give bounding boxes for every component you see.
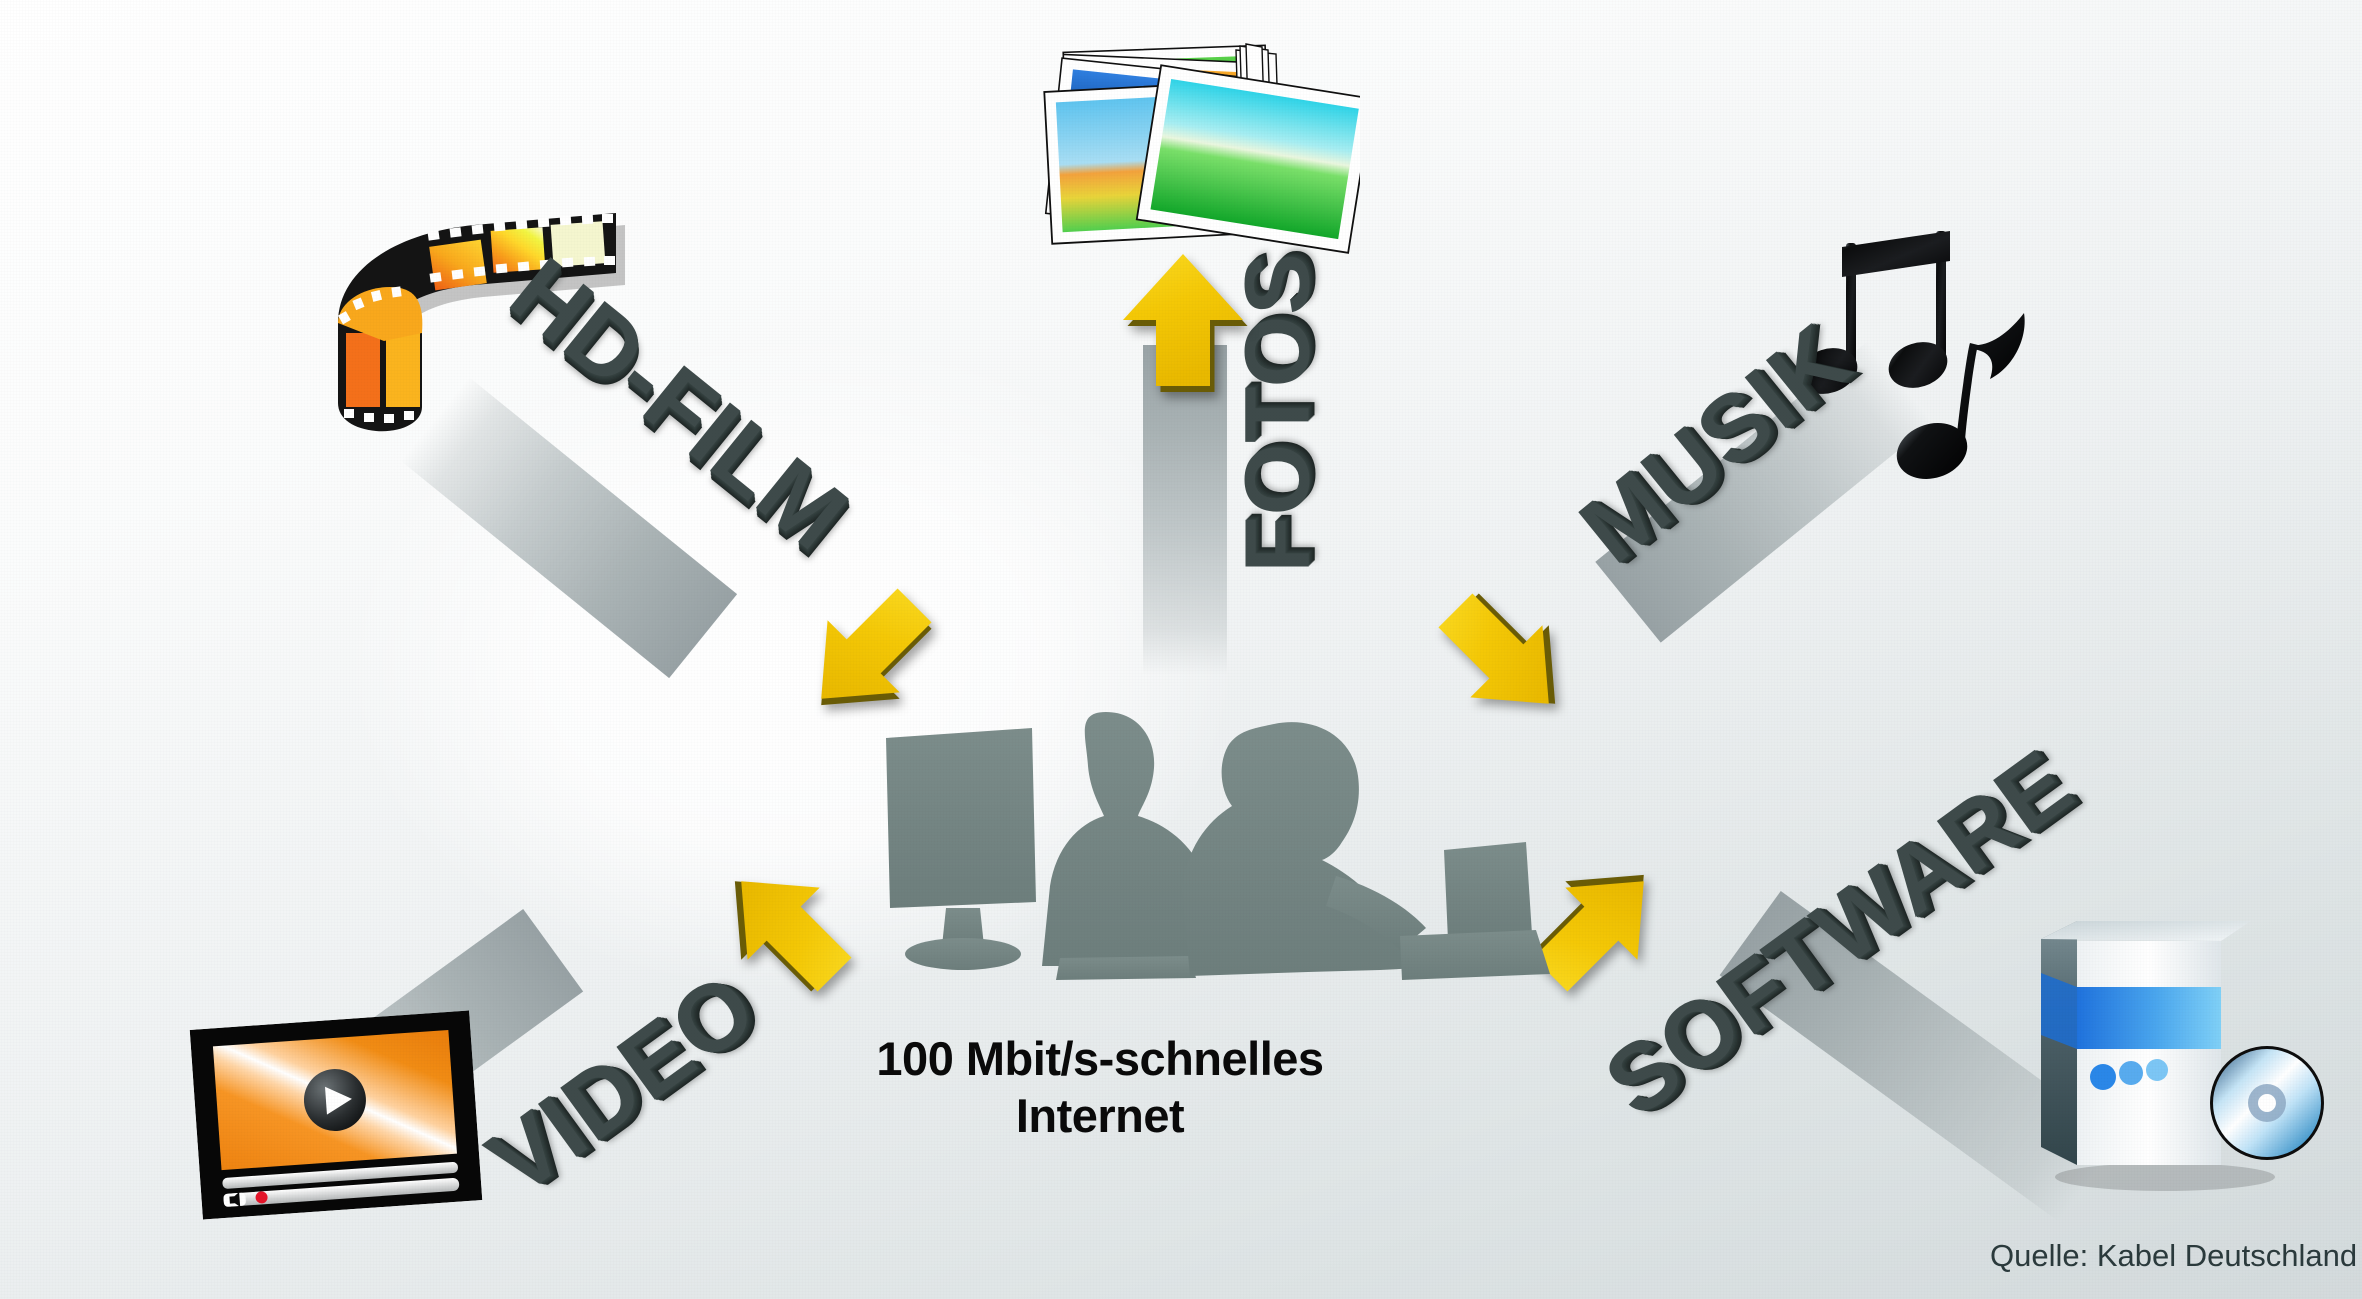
source-attribution: Quelle: Kabel Deutschland [1990,1238,2358,1273]
caption-line-1: 100 Mbit/s-schnelles [876,1032,1324,1085]
film-strip-icon [320,205,630,435]
arrow-up-icon [1108,245,1258,395]
arrow-up-right-icon [715,855,865,1005]
beam-fotos [1143,345,1227,675]
music-notes-icon [1760,225,2090,515]
arrow-down-left-icon [1425,580,1575,730]
arrow-up-left-icon [1520,855,1670,1005]
software-box-cd-icon [2035,895,2325,1195]
arrow-down-right-icon [795,575,945,725]
photo-stack-icon [1040,20,1374,270]
video-player-icon [189,1010,483,1220]
two-people-at-computer-silhouette [860,690,1550,1020]
page-title: 100 Mbit/s-schnelles Internet [790,1030,1410,1145]
caption-line-2: Internet [1015,1089,1185,1143]
